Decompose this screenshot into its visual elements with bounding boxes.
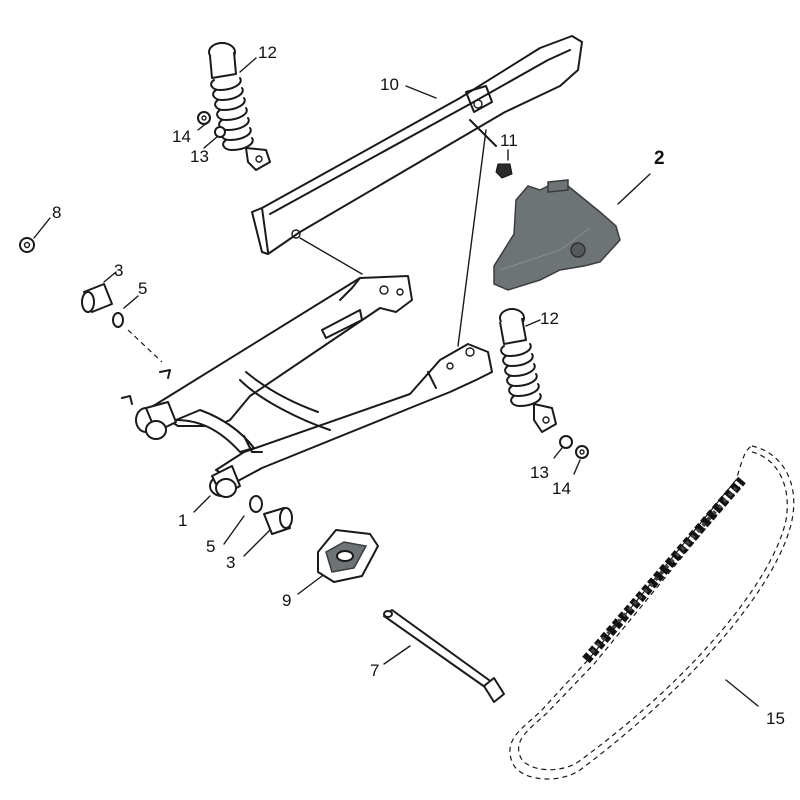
callout-14-upper: 14 (172, 127, 191, 146)
part-12-upper-shock (208, 42, 271, 171)
callout-13-upper: 13 (190, 147, 209, 166)
main-swingarm (135, 275, 493, 498)
part-12-lower-shock (499, 308, 557, 433)
callout-9: 9 (282, 591, 291, 610)
leader-dash-upper (127, 329, 163, 363)
callout-5-upper: 5 (138, 279, 147, 298)
callout-1: 1 (178, 511, 187, 530)
part-13-washer-upper (214, 126, 226, 138)
part-15-drive-chain (509, 445, 795, 780)
callout-14-lower: 14 (552, 479, 571, 498)
callout-12-upper: 12 (258, 43, 277, 62)
callout-12-lower: 12 (540, 309, 559, 328)
callout-7: 7 (370, 661, 379, 680)
part-7-pivot-bolt (383, 609, 505, 703)
part-14-nut-upper (197, 111, 211, 125)
part-3-bushing-upper (81, 283, 113, 313)
callout-10: 10 (380, 75, 399, 94)
part-9-chain-slider (317, 529, 379, 583)
callout-3-upper: 3 (114, 261, 123, 280)
part-14-nut-lower (575, 445, 589, 459)
part-8-nut (19, 237, 35, 253)
bracket-upper (159, 369, 171, 379)
part-5-seal-lower (249, 495, 263, 513)
part-10-chain-guard (251, 35, 583, 255)
part-5-seal-upper (112, 312, 124, 328)
callout-8: 8 (52, 203, 61, 222)
callout-13-lower: 13 (530, 463, 549, 482)
part-13-washer-lower (559, 435, 573, 449)
callout-2: 2 (654, 148, 665, 169)
callout-leaders (33, 57, 759, 707)
part-2-sprocket-cover (493, 179, 621, 291)
callout-11: 11 (500, 131, 518, 150)
bracket-lower (121, 395, 133, 405)
callout-15: 15 (766, 709, 785, 728)
part-11-bolt (495, 163, 513, 179)
leader-guard-left (299, 237, 363, 275)
callout-3-lower: 3 (226, 553, 235, 572)
part-3-bushing-lower (263, 507, 293, 535)
leader-guard-right (457, 129, 487, 347)
callout-5-lower: 5 (206, 537, 215, 556)
